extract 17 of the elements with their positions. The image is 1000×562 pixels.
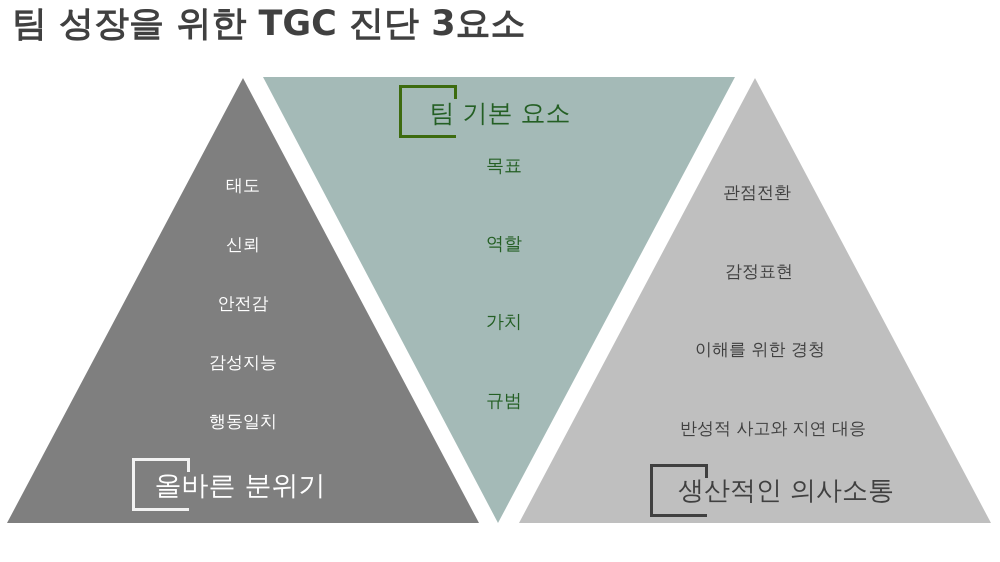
item-label: 관점전환 (723, 184, 791, 204)
item-label: 안전감 (218, 295, 268, 315)
item-label: 감성지능 (209, 354, 277, 374)
item-label: 감정표현 (725, 263, 793, 283)
item-label: 가치 (486, 312, 522, 334)
item-label: 태도 (226, 177, 260, 197)
item-label: 신뢰 (226, 236, 260, 256)
item-label: 행동일치 (209, 413, 277, 433)
section-heading: 생산적인 의사소통 (678, 477, 894, 507)
item-label: 역할 (486, 234, 522, 256)
item-label: 반성적 사고와 지연 대응 (680, 420, 866, 440)
page-title: 팀 성장을 위한 TGC 진단 3요소 (12, 4, 526, 44)
section-heading: 팀 기본 요소 (430, 100, 570, 128)
item-label: 규범 (486, 392, 522, 412)
section-heading: 올바른 분위기 (154, 470, 326, 502)
item-label: 목표 (486, 156, 522, 178)
item-label: 이해를 위한 경청 (695, 341, 825, 361)
